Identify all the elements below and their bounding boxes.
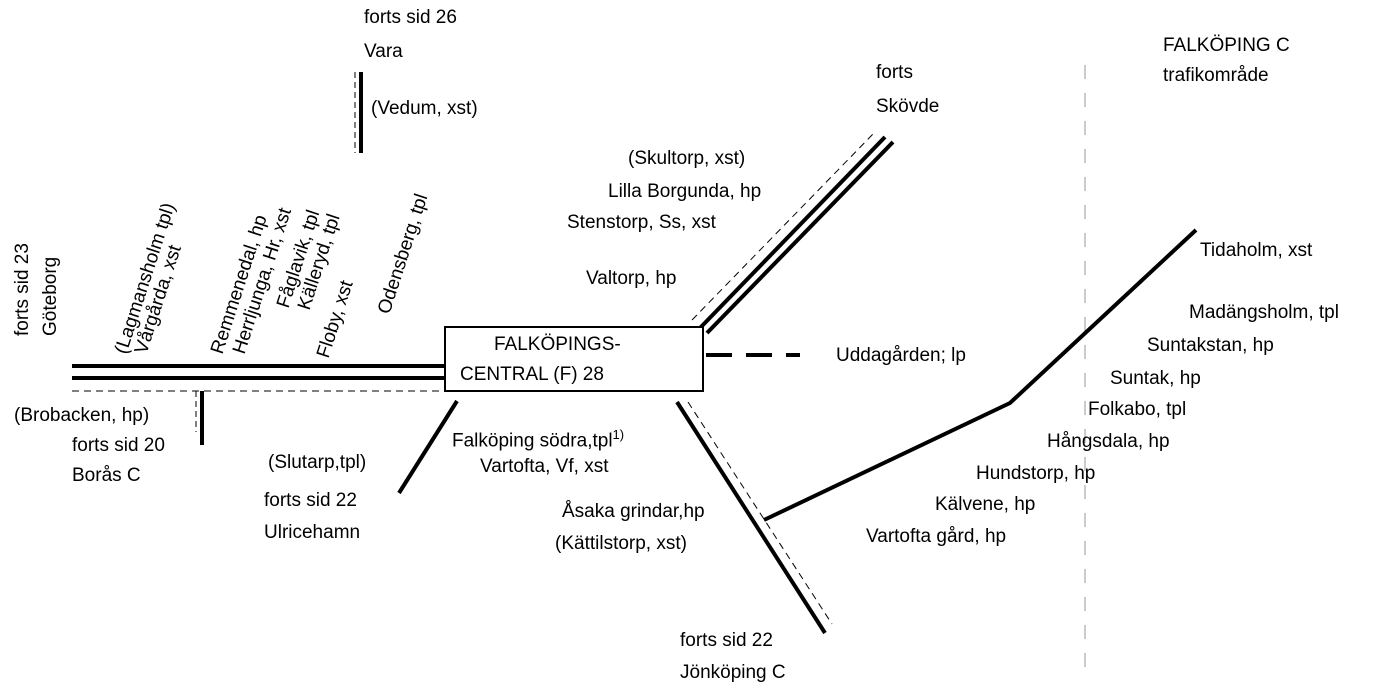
jonkoping-destination: Jönköping C (680, 662, 786, 683)
boras-destination: Borås C (72, 465, 141, 486)
suntak-stop: Suntak, hp (1110, 368, 1201, 389)
tidaholm-stop: Tidaholm, xst (1200, 240, 1313, 261)
hangsdala-stop: Hångsdala, hp (1047, 431, 1170, 452)
vara-continuation: forts sid 26 (364, 7, 457, 28)
line-skovde (691, 132, 895, 335)
vedum-stop: (Vedum, xst) (371, 98, 478, 119)
suntakstan-stop: Suntakstan, hp (1147, 335, 1274, 356)
skovde-destination: Skövde (876, 96, 940, 117)
jonkoping-continuation: forts sid 22 (680, 630, 773, 651)
falkoping-sodra-stop: Falköping södra,tpl1) (452, 427, 625, 452)
line-ulricehamn (397, 399, 459, 495)
hundstorp-stop: Hundstorp, hp (976, 463, 1096, 484)
skultorp-stop: (Skultorp, xst) (628, 148, 746, 169)
kalvene-stop: Kälvene, hp (935, 494, 1036, 515)
vartofta-gard-stop: Vartofta gård, hp (866, 526, 1007, 547)
footnote-marker: 1) (612, 427, 625, 442)
falkoping-central-station: FALKÖPINGS- CENTRAL (F) 28 (444, 326, 704, 392)
area-subtitle: trafikområde (1163, 65, 1269, 86)
valtorp-stop: Valtorp, hp (586, 268, 677, 289)
folkabo-stop: Folkabo, tpl (1088, 399, 1187, 420)
kattilstorp-stop: (Kättilstorp, xst) (555, 533, 687, 554)
line-vara (354, 72, 363, 153)
line-tidaholm (763, 228, 1198, 522)
uddagarden-stop: Uddagården; lp (836, 345, 966, 366)
ulricehamn-destination: Ulricehamn (264, 522, 361, 543)
stenstorp-stop: Stenstorp, Ss, xst (567, 212, 716, 233)
skovde-continuation: forts (876, 62, 913, 83)
station-name-line1: FALKÖPINGS- (494, 334, 621, 355)
slutarp-stop: (Slutarp,tpl) (268, 452, 367, 473)
line-boras (195, 391, 204, 445)
goteborg-continuation: forts sid 23 (12, 243, 33, 336)
vartofta-stop: Vartofta, Vf, xst (480, 456, 609, 477)
lilla-borgunda-stop: Lilla Borgunda, hp (608, 181, 762, 202)
station-name-line2: CENTRAL (F) 28 (460, 364, 604, 385)
line-jonkoping (675, 400, 833, 635)
vara-destination: Vara (364, 41, 403, 62)
area-title: FALKÖPING C (1163, 35, 1290, 56)
boras-continuation: forts sid 20 (72, 435, 165, 456)
asaka-grindar-stop: Åsaka grindar,hp (562, 501, 705, 522)
madangsholm-stop: Madängsholm, tpl (1189, 302, 1339, 323)
ulricehamn-continuation: forts sid 22 (264, 490, 357, 511)
goteborg-destination: Göteborg (40, 256, 61, 336)
brobacken-stop: (Brobacken, hp) (14, 405, 150, 426)
line-goteborg (72, 364, 444, 392)
